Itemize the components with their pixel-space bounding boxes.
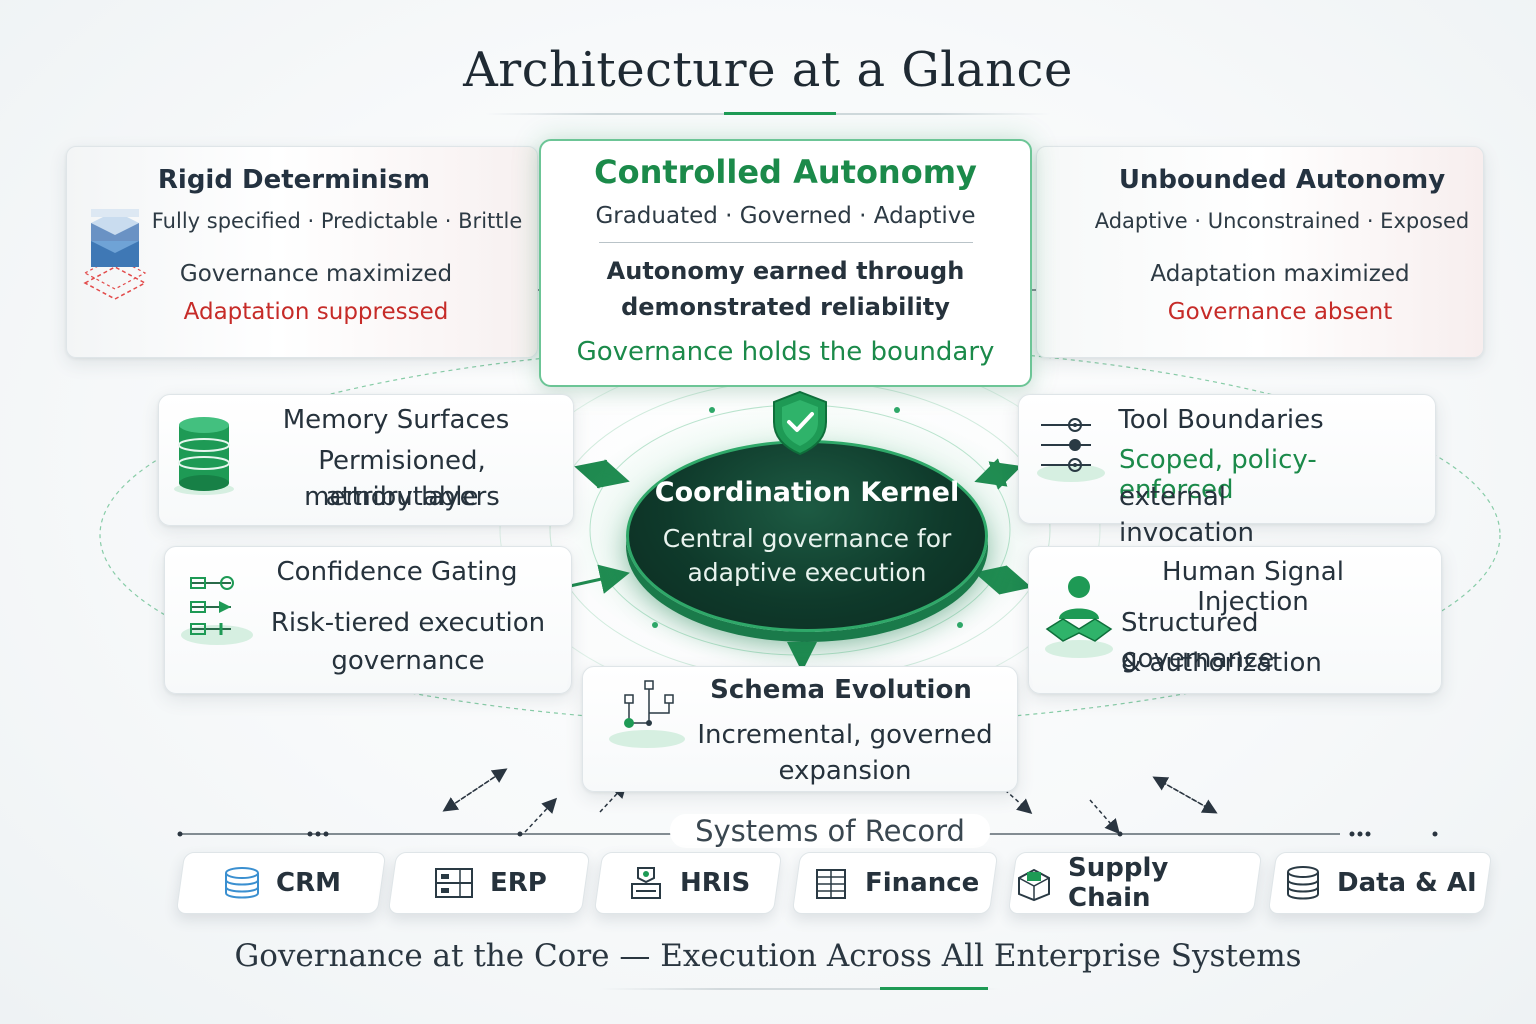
memory-desc-1: Permisioned, attributable [318, 446, 486, 512]
tree-branch-icon [609, 680, 685, 748]
confidence-desc-1: Risk-tiered execution [270, 608, 546, 638]
systems-of-record-label: Systems of Record [670, 814, 990, 848]
system-hris-label: HRIS [679, 868, 751, 898]
id-card-icon [630, 867, 661, 899]
tool-boundaries-card: Tool Boundaries Scoped, policy-enforced … [1018, 394, 1436, 548]
rigid-negative: Adaptation suppressed [183, 299, 449, 325]
system-supply-chain[interactable]: Supply Chain [1007, 852, 1263, 914]
controlled-statement-2: demonstrated reliability [621, 293, 950, 321]
system-finance[interactable]: Finance [791, 852, 999, 914]
database-icon [174, 417, 234, 495]
tool-desc-2: external invocation [1119, 482, 1255, 548]
controlled-boundary: Governance holds the boundary [576, 337, 995, 367]
kernel-title: Coordination Kernel [654, 477, 960, 508]
unbounded-subtitle: Adaptive · Unconstrained · Exposed [1094, 209, 1470, 233]
schema-desc-1: Incremental, governed [697, 720, 993, 750]
unbounded-positive: Adaptation maximized [1150, 261, 1410, 287]
database-icon [224, 867, 259, 899]
controlled-divider [599, 242, 973, 243]
system-data-ai[interactable]: Data & AI [1267, 852, 1493, 914]
controlled-subtitle: Graduated · Governed · Adaptive [595, 203, 976, 229]
gate-sliders-icon [181, 576, 253, 645]
memory-desc-2: memory layers [304, 482, 500, 512]
system-supply-chain-label: Supply Chain [1068, 853, 1169, 913]
system-erp[interactable]: ERP [387, 852, 591, 914]
human-desc-1: Structured governance [1121, 608, 1275, 674]
title-accent-bar [724, 112, 836, 115]
schema-title: Schema Evolution [710, 675, 972, 705]
boxes-icon [1018, 868, 1050, 902]
human-desc-2: & authorization [1121, 648, 1322, 678]
controlled-statement-1: Autonomy earned through [606, 257, 965, 285]
human-signal-card: Human Signal Injection Structured govern… [1028, 546, 1442, 694]
tool-title: Tool Boundaries [1118, 405, 1324, 435]
footer-tagline: Governance at the Core — Execution Acros… [234, 938, 1302, 974]
system-crm-label: CRM [275, 868, 341, 898]
unbounded-autonomy-card: Unbounded Autonomy Adaptive · Unconstrai… [1036, 146, 1484, 358]
confidence-gating-card: Confidence Gating Risk-tiered execution … [164, 546, 572, 694]
system-data-ai-label: Data & AI [1337, 868, 1477, 898]
layered-stack-icon [83, 209, 147, 300]
schema-desc-2: expansion [778, 756, 912, 786]
page-title: Architecture at a Glance [463, 42, 1073, 98]
memory-surfaces-card: Memory Surfaces Permisioned, attributabl… [158, 394, 574, 526]
ledger-icon [815, 869, 846, 899]
server-icon [434, 868, 473, 898]
human-title: Human Signal Injection [1162, 557, 1344, 617]
system-crm[interactable]: CRM [175, 852, 387, 914]
coordination-kernel: Coordination Kernel Central governance f… [626, 440, 988, 632]
unbounded-negative: Governance absent [1167, 299, 1393, 325]
kernel-desc-2: adaptive execution [687, 558, 927, 587]
database-stack-icon [1287, 866, 1320, 900]
footer-divider [600, 988, 1000, 990]
rigid-positive: Governance maximized [179, 261, 453, 287]
rigid-determinism-card: Rigid Determinism Fully specified · Pred… [66, 146, 538, 358]
kernel-desc-1: Central governance for [662, 524, 952, 553]
system-erp-label: ERP [489, 868, 547, 898]
system-finance-label: Finance [864, 868, 980, 898]
controlled-title: Controlled Autonomy [594, 153, 977, 191]
memory-title: Memory Surfaces [282, 405, 510, 435]
footer-accent-bar [880, 987, 988, 990]
handshake-icon [1045, 576, 1113, 658]
rigid-subtitle: Fully specified · Predictable · Brittle [151, 209, 523, 233]
shield-check-icon [773, 390, 827, 456]
system-hris[interactable]: HRIS [593, 852, 783, 914]
rigid-title: Rigid Determinism [157, 165, 431, 195]
confidence-desc-2: governance [331, 646, 485, 676]
tool-desc-1: Scoped, policy-enforced [1119, 445, 1317, 505]
connector-plugs-icon [1037, 418, 1105, 482]
schema-evolution-card: Schema Evolution Incremental, governed e… [582, 666, 1018, 792]
controlled-autonomy-card: Controlled Autonomy Graduated · Governed… [539, 139, 1032, 387]
confidence-title: Confidence Gating [276, 557, 518, 587]
unbounded-title: Unbounded Autonomy [1118, 165, 1446, 195]
